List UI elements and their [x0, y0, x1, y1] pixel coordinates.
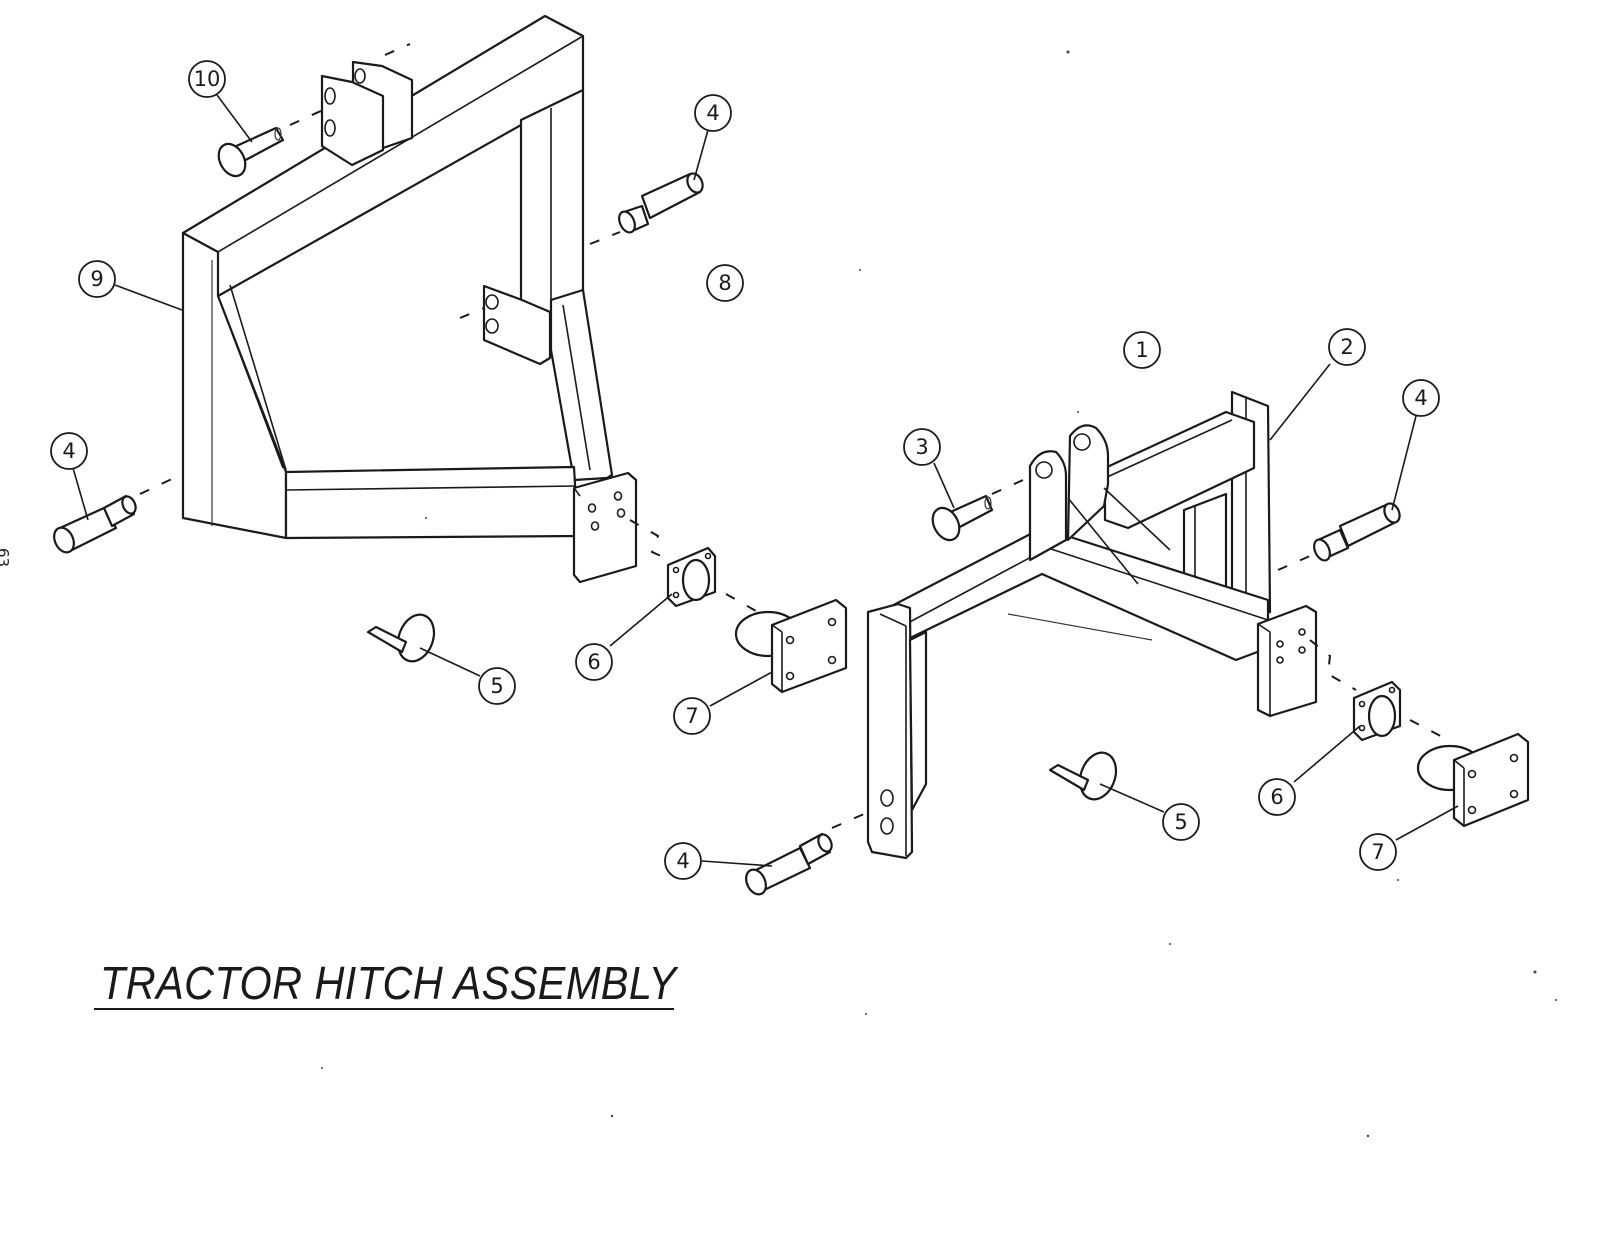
callout-label: 6	[587, 650, 600, 674]
diagram-title: TRACTOR HITCH ASSEMBLY	[100, 957, 677, 1009]
callout-label: 3	[915, 435, 928, 459]
callout-6-left: 6	[575, 643, 613, 681]
callout-8: 8	[706, 264, 744, 302]
right-spring-latch	[1048, 751, 1118, 801]
callout-label: 2	[1340, 335, 1353, 359]
callout-4-left-top: 4	[694, 94, 732, 132]
right-bottom-hitch-pin	[745, 832, 833, 896]
callout-10: 10	[188, 60, 226, 98]
scan-specks	[321, 50, 1557, 1138]
title-underline	[94, 1008, 674, 1010]
callout-label: 4	[62, 439, 75, 463]
callout-label: 4	[706, 101, 719, 125]
right-mounting-plate	[1416, 732, 1530, 828]
callout-7-right: 7	[1359, 833, 1397, 871]
right-hitch-pin	[1313, 502, 1401, 562]
callout-label: 8	[718, 271, 731, 295]
left-bottom-hitch-pin	[53, 494, 137, 554]
callout-4-left-bottom: 4	[50, 432, 88, 470]
left-clevis-pin	[217, 126, 285, 178]
left-assembly-lines	[139, 43, 773, 621]
callout-6-right: 6	[1258, 778, 1296, 816]
callout-label: 9	[90, 267, 103, 291]
callout-7-left: 7	[673, 697, 711, 735]
right-clevis-pin	[931, 494, 994, 542]
left-top-hitch-pin	[618, 172, 704, 234]
right-hitch-frame	[866, 390, 1318, 860]
callout-4-right: 4	[1402, 379, 1440, 417]
callout-9: 9	[78, 260, 116, 298]
page-number: 63	[0, 548, 12, 568]
callout-3: 3	[903, 428, 941, 466]
right-latch-bracket	[1352, 680, 1402, 742]
callout-4-right-bottom: 4	[664, 842, 702, 880]
left-spring-latch	[366, 613, 436, 663]
callout-label: 7	[1371, 840, 1384, 864]
callout-label: 5	[1174, 810, 1187, 834]
callout-label: 7	[685, 704, 698, 728]
callout-5-left: 5	[478, 667, 516, 705]
callout-label: 6	[1270, 785, 1283, 809]
callout-label: 1	[1135, 338, 1148, 362]
left-mounting-plate	[734, 598, 848, 694]
callout-2: 2	[1328, 328, 1366, 366]
callout-5-right: 5	[1162, 803, 1200, 841]
callout-label: 5	[490, 674, 503, 698]
callout-label: 4	[1414, 386, 1427, 410]
right-assembly-lines	[831, 475, 1453, 829]
callout-label: 4	[676, 849, 689, 873]
leader-lines	[72, 94, 1459, 867]
callout-label: 10	[194, 67, 221, 91]
callout-1: 1	[1123, 331, 1161, 369]
left-a-frame	[181, 14, 638, 584]
left-latch-bracket	[666, 546, 717, 608]
